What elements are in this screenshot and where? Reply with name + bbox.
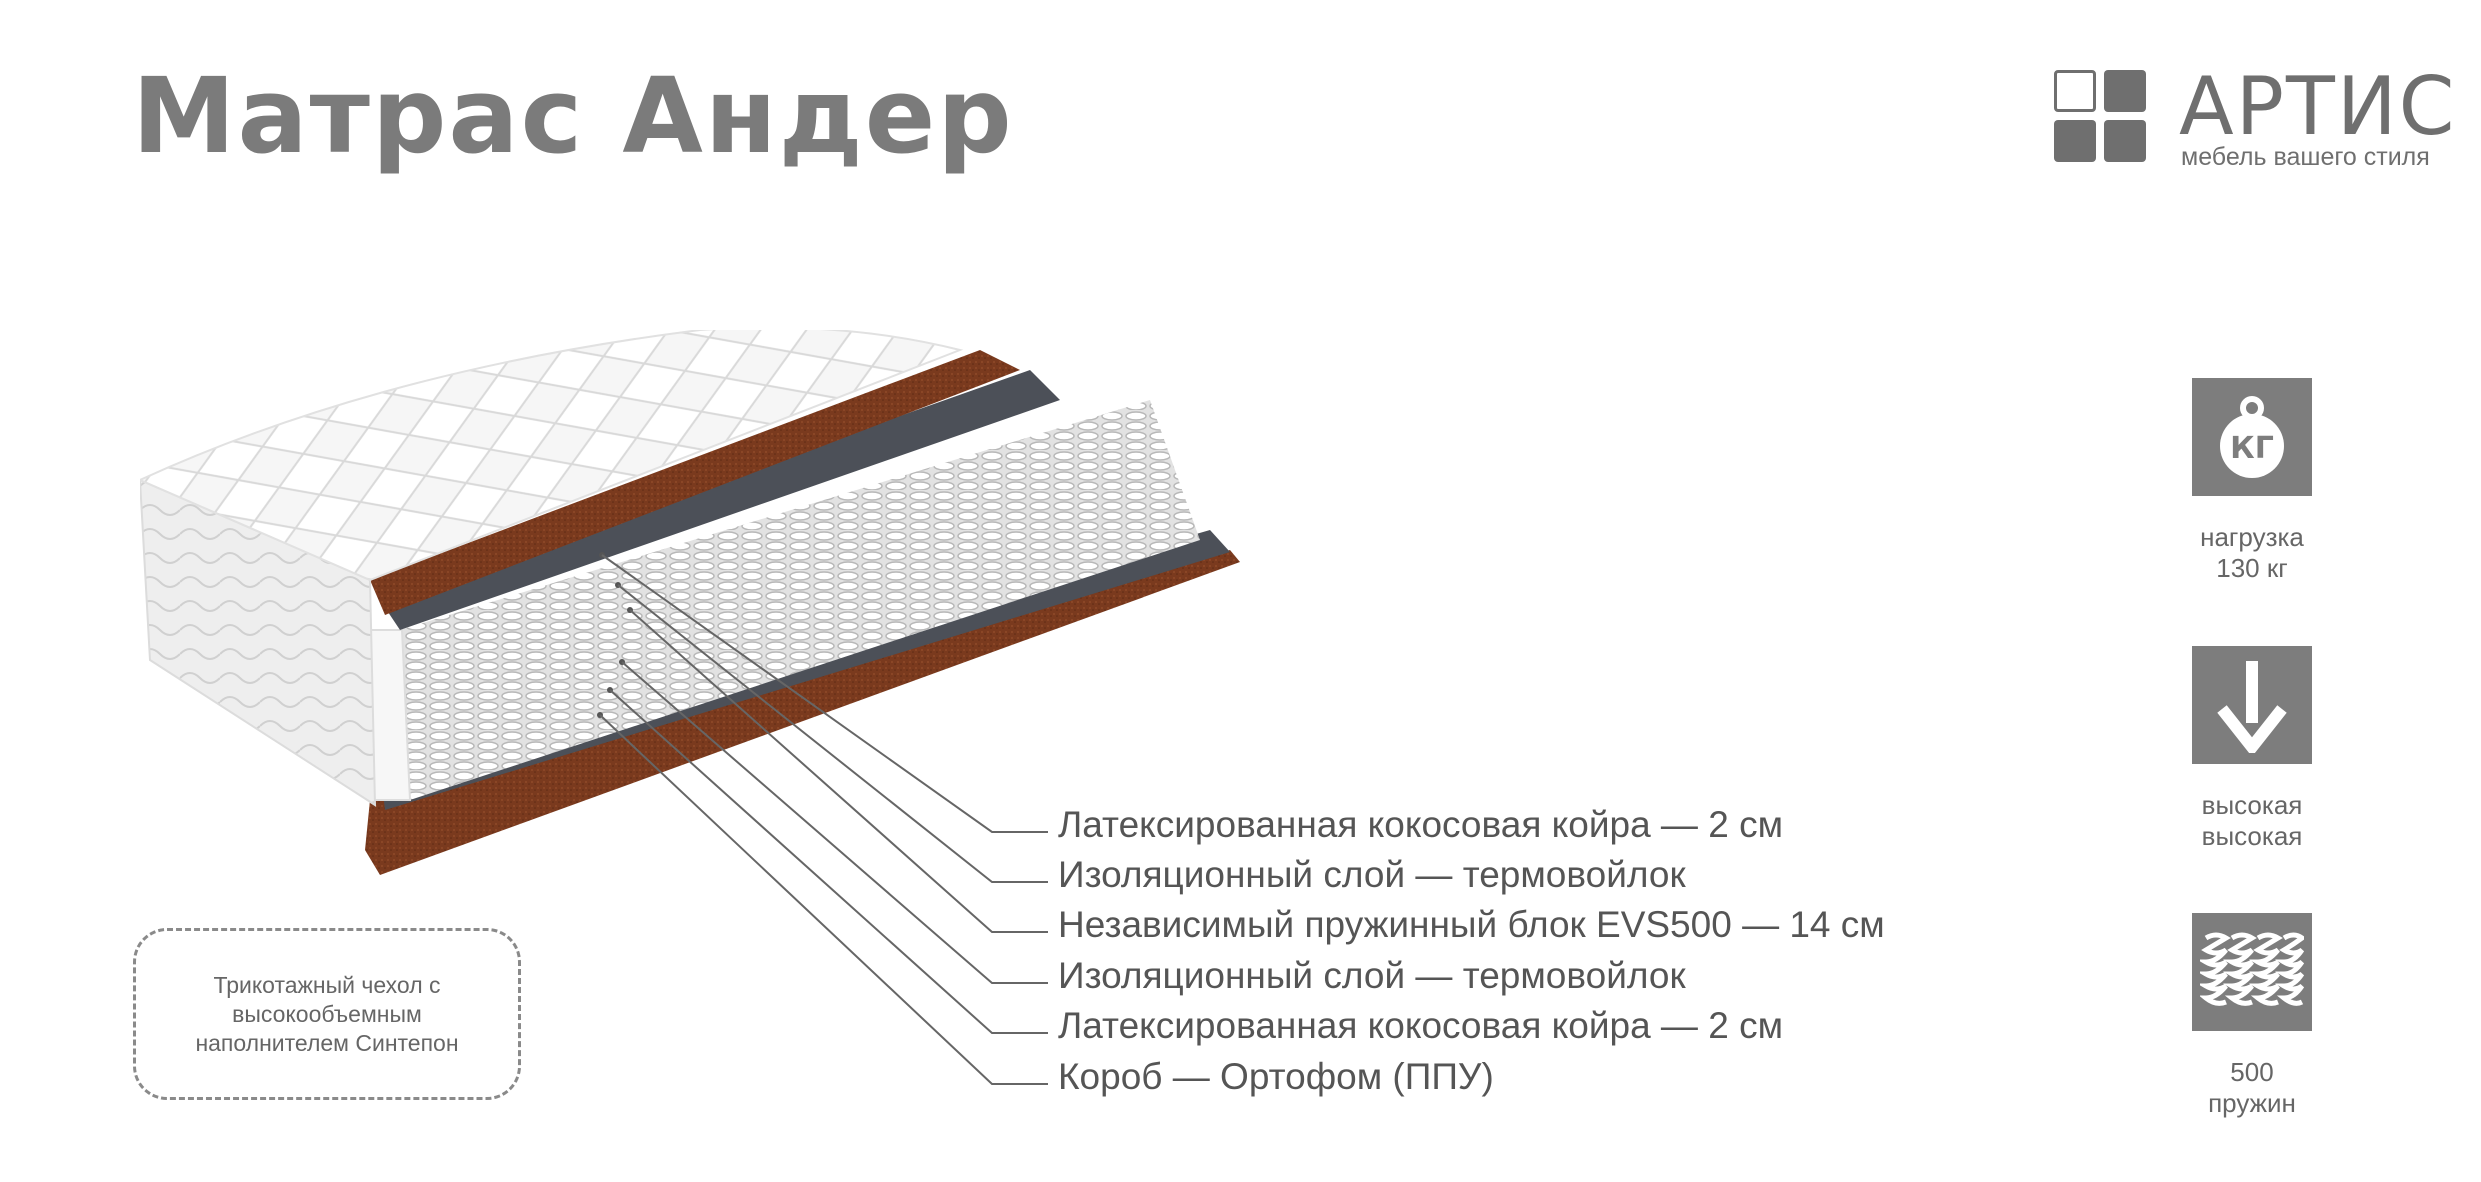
spec-load: КГ нагрузка 130 кг	[2192, 378, 2312, 584]
layer-label: Независимый пружинный блок EVS500 — 14 с…	[1058, 904, 1885, 945]
layer-label: Короб — Ортофом (ППУ)	[1058, 1056, 1494, 1097]
cover-note-box: Трикотажный чехол с высокообъемным напол…	[133, 928, 521, 1100]
cover-note: Трикотажный чехол с высокообъемным напол…	[195, 971, 459, 1056]
weight-icon: КГ	[2220, 396, 2284, 478]
brand-name: АРТИС	[2179, 60, 2457, 153]
page-title: Матрас Андер	[132, 55, 1014, 177]
spec-firmness-label: высокая	[2201, 790, 2303, 820]
mattress-illustration	[140, 330, 1240, 875]
upper-felt-layer	[380, 370, 1060, 630]
layer-label: Латексированная кокосовая койра — 2 см	[1058, 804, 1784, 845]
spring-block	[400, 400, 1200, 800]
spec-springs: 500 пружин	[2192, 913, 2312, 1119]
spec-springs-label: пружин	[2208, 1088, 2296, 1118]
layer-label: Латексированная кокосовая койра — 2 см	[1058, 1005, 1784, 1046]
layer-label: Изоляционный слой — термовойлок	[1058, 854, 1686, 895]
logo-grid-icon	[2054, 70, 2148, 164]
spec-firmness-value: высокая	[2201, 821, 2303, 851]
brand-logo: АРТИС мебель вашего стиля	[2054, 60, 2455, 180]
spec-load-label: нагрузка	[2200, 522, 2304, 552]
mattress-top	[140, 330, 964, 582]
spec-load-value: 130 кг	[2216, 553, 2288, 583]
arrow-down-icon	[2217, 661, 2287, 753]
brand-tagline: мебель вашего стиля	[2181, 143, 2430, 171]
spec-springs-value: 500	[2230, 1057, 2274, 1087]
spring-icon	[2200, 932, 2304, 1006]
layer-label: Изоляционный слой — термовойлок	[1058, 955, 1686, 996]
svg-text:КГ: КГ	[2230, 431, 2274, 466]
spec-firmness: высокая высокая	[2192, 646, 2312, 852]
bottom-coir-layer	[365, 550, 1240, 875]
upper-coir-layer	[370, 350, 1020, 615]
